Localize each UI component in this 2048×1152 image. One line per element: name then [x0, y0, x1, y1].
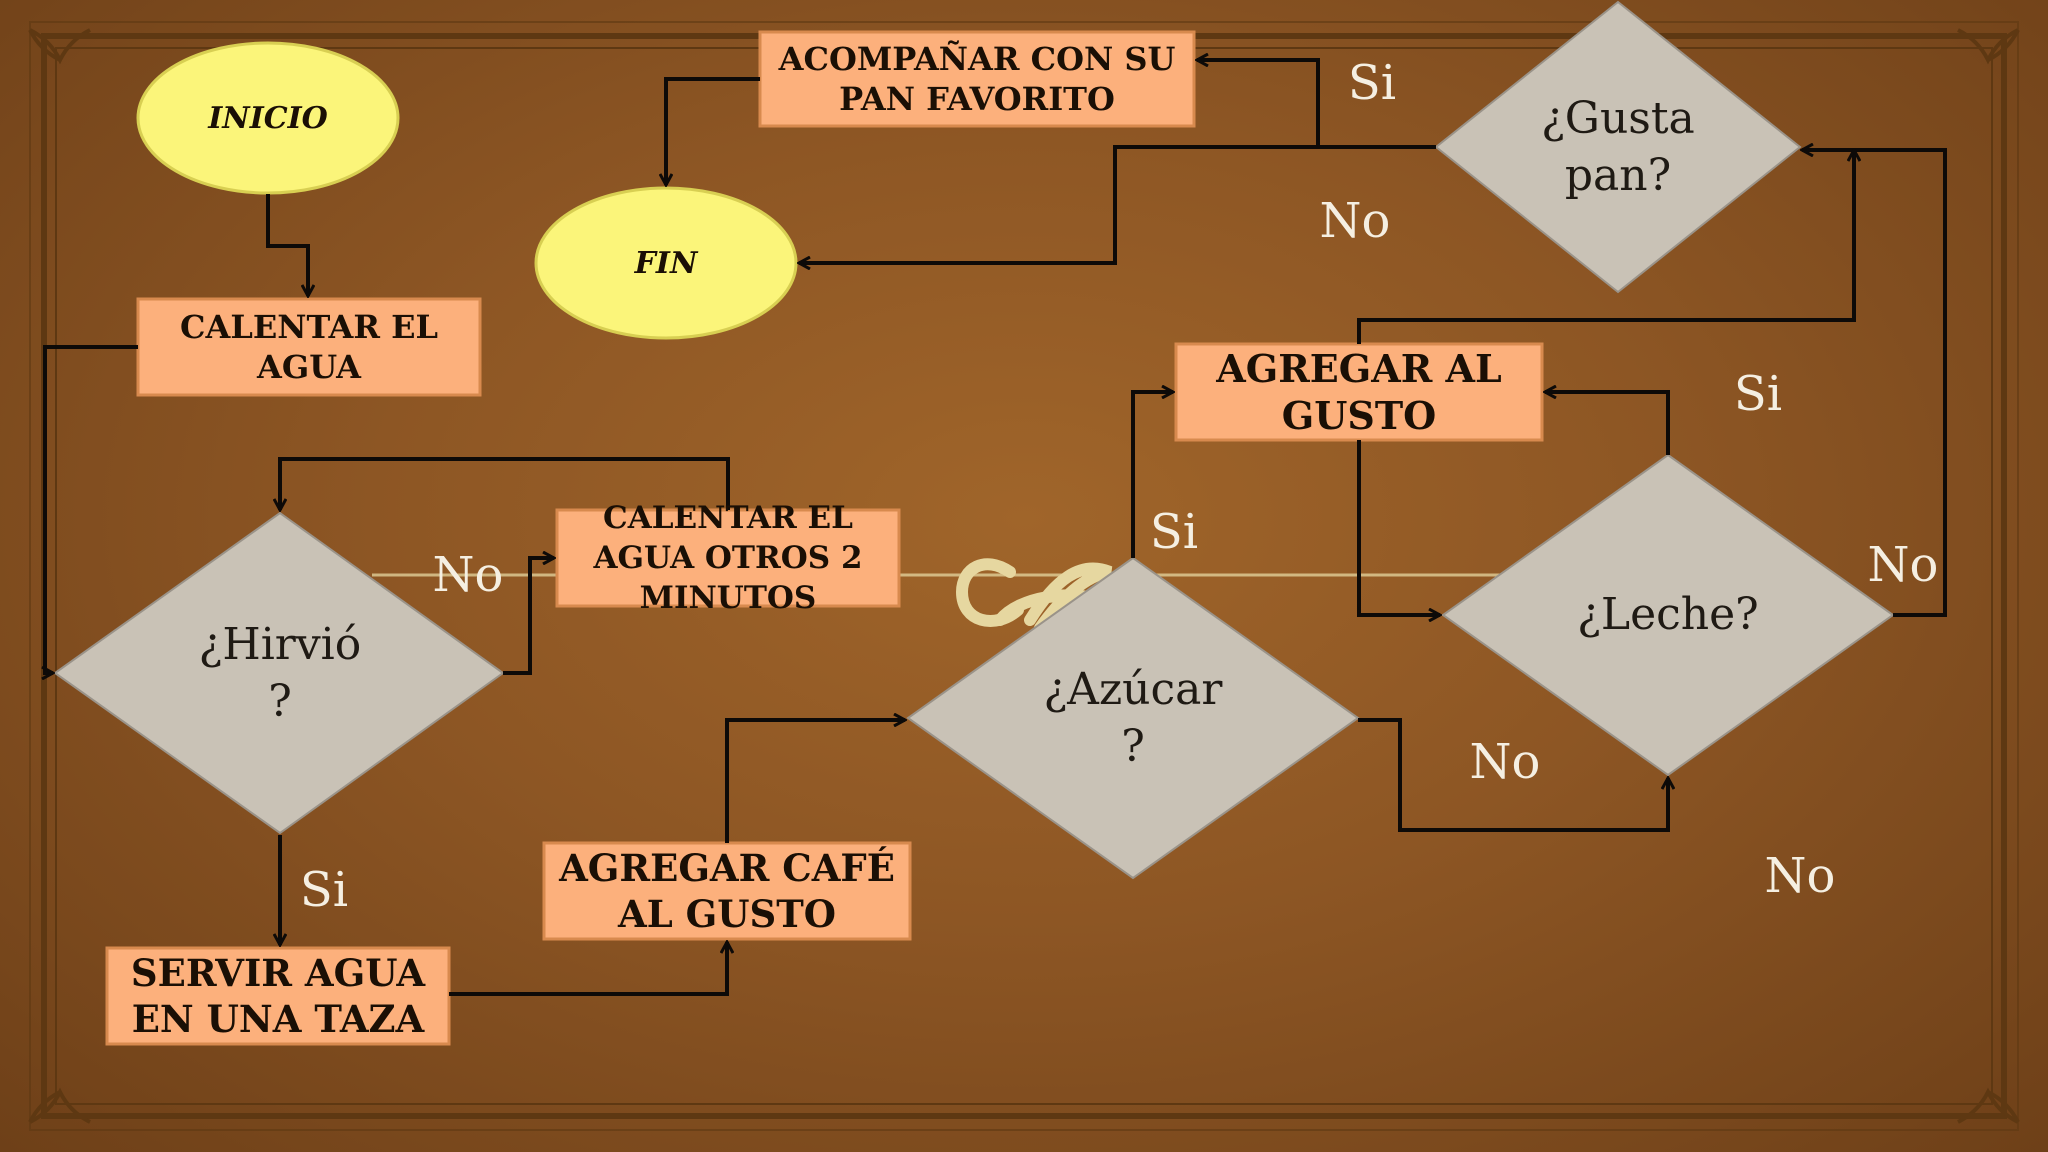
connector-taste-to-bread	[1357, 150, 1854, 344]
connector-sugar-no	[1358, 718, 1668, 832]
bread-decision	[1434, 0, 1802, 294]
connector-coffee-to-sugar	[725, 720, 905, 843]
heat-water-box	[136, 297, 482, 397]
bread-decision-label: ¿Gusta pan?	[1541, 92, 1695, 201]
connector-serve-to-coffee	[449, 942, 727, 996]
add-to-taste-label: AGREGAR AL GUSTO	[1216, 345, 1502, 439]
serve-water-box	[105, 946, 451, 1046]
sugar-decision-label: ¿Azúcar ?	[1043, 663, 1223, 772]
connector-boiled-no	[503, 558, 554, 675]
frame-corner-ornaments	[28, 28, 2020, 1124]
add-bread-label: ACOMPAÑAR CON SU PAN FAVORITO	[778, 40, 1176, 118]
connector-milk-yes	[1545, 392, 1670, 455]
sugar-decision	[906, 556, 1360, 880]
connector-bread-to-end	[666, 77, 760, 185]
edge-label-bread-yes: Si	[1347, 55, 1397, 111]
connector-milk-no	[1802, 150, 1947, 617]
connector-heat-more-loop	[280, 457, 730, 510]
edge-label-milk-no-lower: No	[1764, 848, 1836, 904]
start-terminal	[136, 41, 400, 195]
connector-sugar-yes	[1131, 392, 1173, 558]
milk-decision-label: ¿Leche?	[1577, 589, 1759, 641]
boiled-decision-label: ¿Hirvió ?	[198, 618, 362, 727]
heat-more-label: CALENTAR EL AGUA OTROS 2 MINUTOS	[593, 499, 863, 617]
boiled-decision	[53, 511, 505, 835]
edge-label-bread-no: No	[1319, 193, 1391, 249]
edge-label-milk-yes: Si	[1733, 366, 1783, 422]
connector-start-to-heat	[266, 194, 308, 296]
edge-label-sugar-yes: Si	[1149, 504, 1199, 560]
start-label: INICIO	[208, 100, 328, 136]
heat-water-label: CALENTAR EL AGUA	[180, 308, 438, 386]
edge-label-boiled-no: No	[432, 547, 504, 603]
serve-water-label: SERVIR AGUA EN UNA TAZA	[130, 950, 426, 1041]
edge-label-milk-no: No	[1867, 537, 1939, 593]
connector-bread-no	[799, 145, 1436, 263]
add-to-taste-box	[1174, 342, 1544, 442]
connector-heat-to-boiled	[45, 345, 138, 673]
end-terminal	[534, 186, 798, 340]
edge-label-sugar-no: No	[1469, 734, 1541, 790]
edge-label-boiled-yes: Si	[299, 862, 349, 918]
add-coffee-label: AGREGAR CAFÉ AL GUSTO	[559, 845, 895, 936]
connectors	[45, 60, 1947, 996]
milk-decision	[1441, 453, 1895, 777]
connector-taste-to-milk	[1357, 440, 1440, 615]
end-label: FIN	[634, 245, 698, 281]
